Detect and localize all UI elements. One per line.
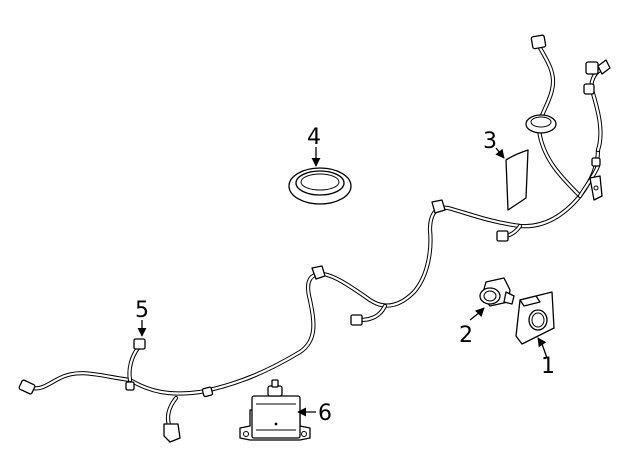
parking-sensor xyxy=(479,277,515,307)
callout-5-label: 5 xyxy=(135,298,149,323)
grommet-plug xyxy=(288,167,352,205)
callout-1-label: 1 xyxy=(541,354,555,379)
wiring-harness xyxy=(18,34,611,443)
callout-4: 4 xyxy=(307,125,321,167)
control-module xyxy=(239,379,311,441)
callout-2-label: 2 xyxy=(459,323,473,348)
callout-4-label: 4 xyxy=(307,125,321,150)
tape-patch xyxy=(505,149,529,211)
callout-1: 1 xyxy=(537,337,555,379)
callout-6: 6 xyxy=(297,401,332,426)
callout-3: 3 xyxy=(483,129,505,159)
sensor-bracket xyxy=(515,291,555,345)
callout-2: 2 xyxy=(459,307,485,348)
callout-6-label: 6 xyxy=(318,401,332,426)
callout-5: 5 xyxy=(135,298,149,337)
callout-3-label: 3 xyxy=(483,129,497,154)
